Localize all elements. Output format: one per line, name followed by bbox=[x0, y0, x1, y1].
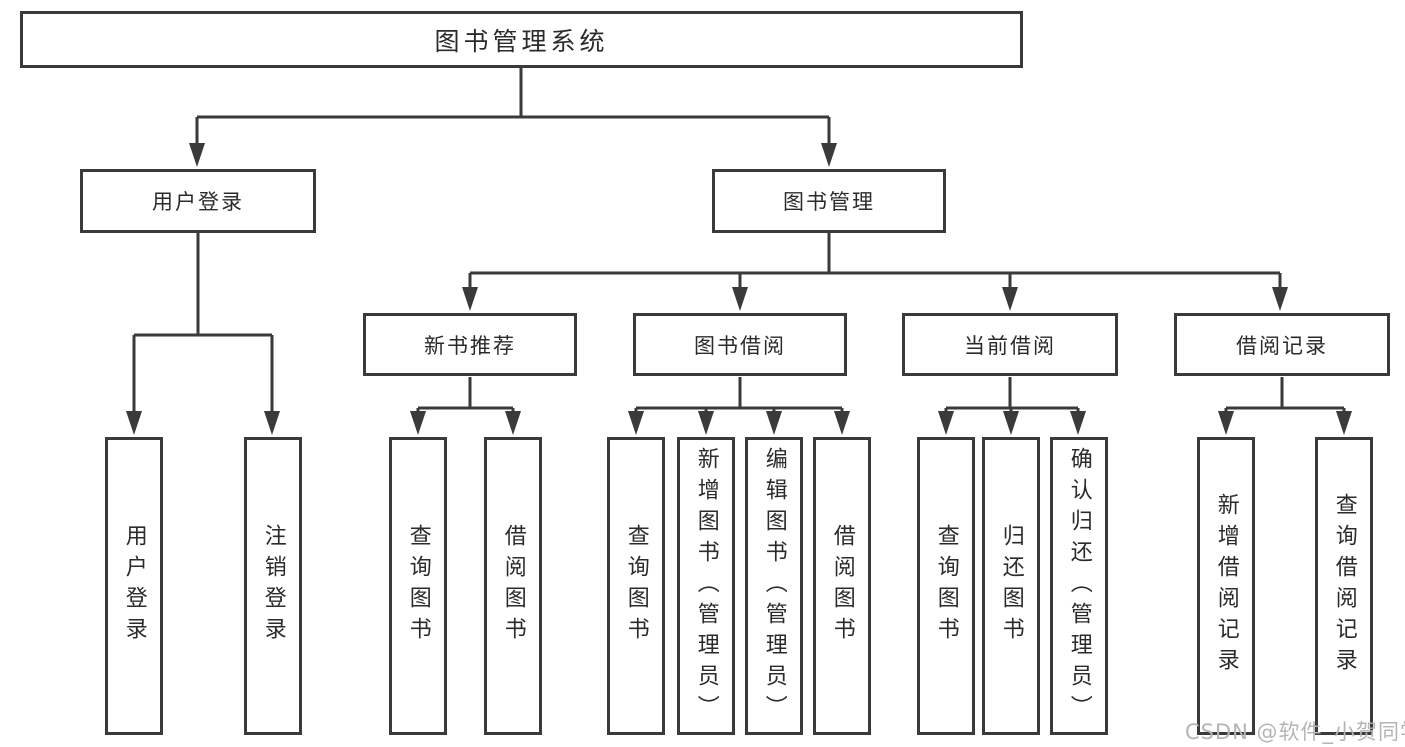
node-label: 借阅图书 bbox=[500, 524, 526, 648]
node-label: 用户登录 bbox=[152, 190, 244, 214]
node-label: 图书管理系统 bbox=[434, 26, 609, 56]
node-label: 借阅图书 bbox=[829, 524, 855, 648]
node-label: 查询图书 bbox=[933, 524, 959, 648]
node-user-login: 用户登录 bbox=[80, 169, 316, 233]
arrow-down-icon bbox=[1002, 287, 1018, 311]
leaf-query-books-borrow: 查询图书 bbox=[607, 437, 665, 735]
node-borrow-records: 借阅记录 bbox=[1174, 313, 1390, 376]
arrow-down-icon bbox=[732, 287, 748, 311]
arrow-down-icon bbox=[938, 411, 954, 435]
arrow-down-icon bbox=[698, 411, 714, 435]
leaf-return-books: 归还图书 bbox=[982, 437, 1040, 735]
arrow-down-icon bbox=[126, 411, 142, 435]
arrow-down-icon bbox=[1218, 411, 1234, 435]
arrow-down-icon bbox=[462, 287, 478, 311]
arrow-down-icon bbox=[628, 411, 644, 435]
leaf-edit-book-admin: 编辑图书（管理员） bbox=[745, 437, 803, 735]
node-label: 新增图书（管理员） bbox=[693, 446, 719, 726]
node-new-book-recommend: 新书推荐 bbox=[363, 313, 577, 376]
node-label: 归还图书 bbox=[998, 524, 1024, 648]
arrow-down-icon bbox=[1336, 411, 1352, 435]
leaf-add-book-admin: 新增图书（管理员） bbox=[677, 437, 735, 735]
node-label: 编辑图书（管理员） bbox=[761, 446, 787, 726]
leaf-user-login: 用户登录 bbox=[105, 437, 163, 735]
arrow-down-icon bbox=[766, 411, 782, 435]
arrowheads bbox=[126, 143, 1352, 435]
leaf-add-borrow-record: 新增借阅记录 bbox=[1197, 437, 1255, 735]
arrow-down-icon bbox=[821, 143, 837, 167]
node-label: 借阅记录 bbox=[1236, 333, 1328, 358]
leaf-logout: 注销登录 bbox=[244, 437, 302, 735]
node-label: 图书管理 bbox=[783, 190, 875, 214]
node-label: 查询借阅记录 bbox=[1331, 493, 1357, 679]
arrow-down-icon bbox=[410, 411, 426, 435]
arrow-down-icon bbox=[505, 411, 521, 435]
node-label: 用户登录 bbox=[121, 524, 147, 648]
arrow-down-icon bbox=[1070, 411, 1086, 435]
node-library-management-system: 图书管理系统 bbox=[20, 11, 1023, 68]
node-label: 新书推荐 bbox=[424, 333, 516, 358]
node-label: 图书借阅 bbox=[694, 333, 786, 358]
arrow-down-icon bbox=[189, 143, 205, 167]
node-label: 确认归还（管理员） bbox=[1066, 446, 1092, 726]
arrow-down-icon bbox=[834, 411, 850, 435]
node-book-borrowing: 图书借阅 bbox=[633, 313, 847, 376]
arrow-down-icon bbox=[264, 411, 280, 435]
node-label: 当前借阅 bbox=[964, 333, 1056, 358]
node-label: 查询图书 bbox=[405, 524, 431, 648]
arrow-down-icon bbox=[1003, 411, 1019, 435]
node-book-management: 图书管理 bbox=[712, 169, 946, 233]
node-label: 查询图书 bbox=[623, 524, 649, 648]
arrow-down-icon bbox=[1272, 287, 1288, 311]
leaf-query-borrow-record: 查询借阅记录 bbox=[1315, 437, 1373, 735]
leaf-borrow-books-recommend: 借阅图书 bbox=[484, 437, 542, 735]
leaf-query-books-recommend: 查询图书 bbox=[389, 437, 447, 735]
csdn-watermark: CSDN @软件_小贺同学 bbox=[1185, 720, 1405, 744]
leaf-query-books-current: 查询图书 bbox=[917, 437, 975, 735]
leaf-confirm-return-admin: 确认归还（管理员） bbox=[1050, 437, 1108, 735]
node-label: 新增借阅记录 bbox=[1213, 493, 1239, 679]
leaf-borrow-books: 借阅图书 bbox=[813, 437, 871, 735]
node-label: 注销登录 bbox=[260, 524, 286, 648]
node-current-borrowing: 当前借阅 bbox=[902, 313, 1118, 376]
